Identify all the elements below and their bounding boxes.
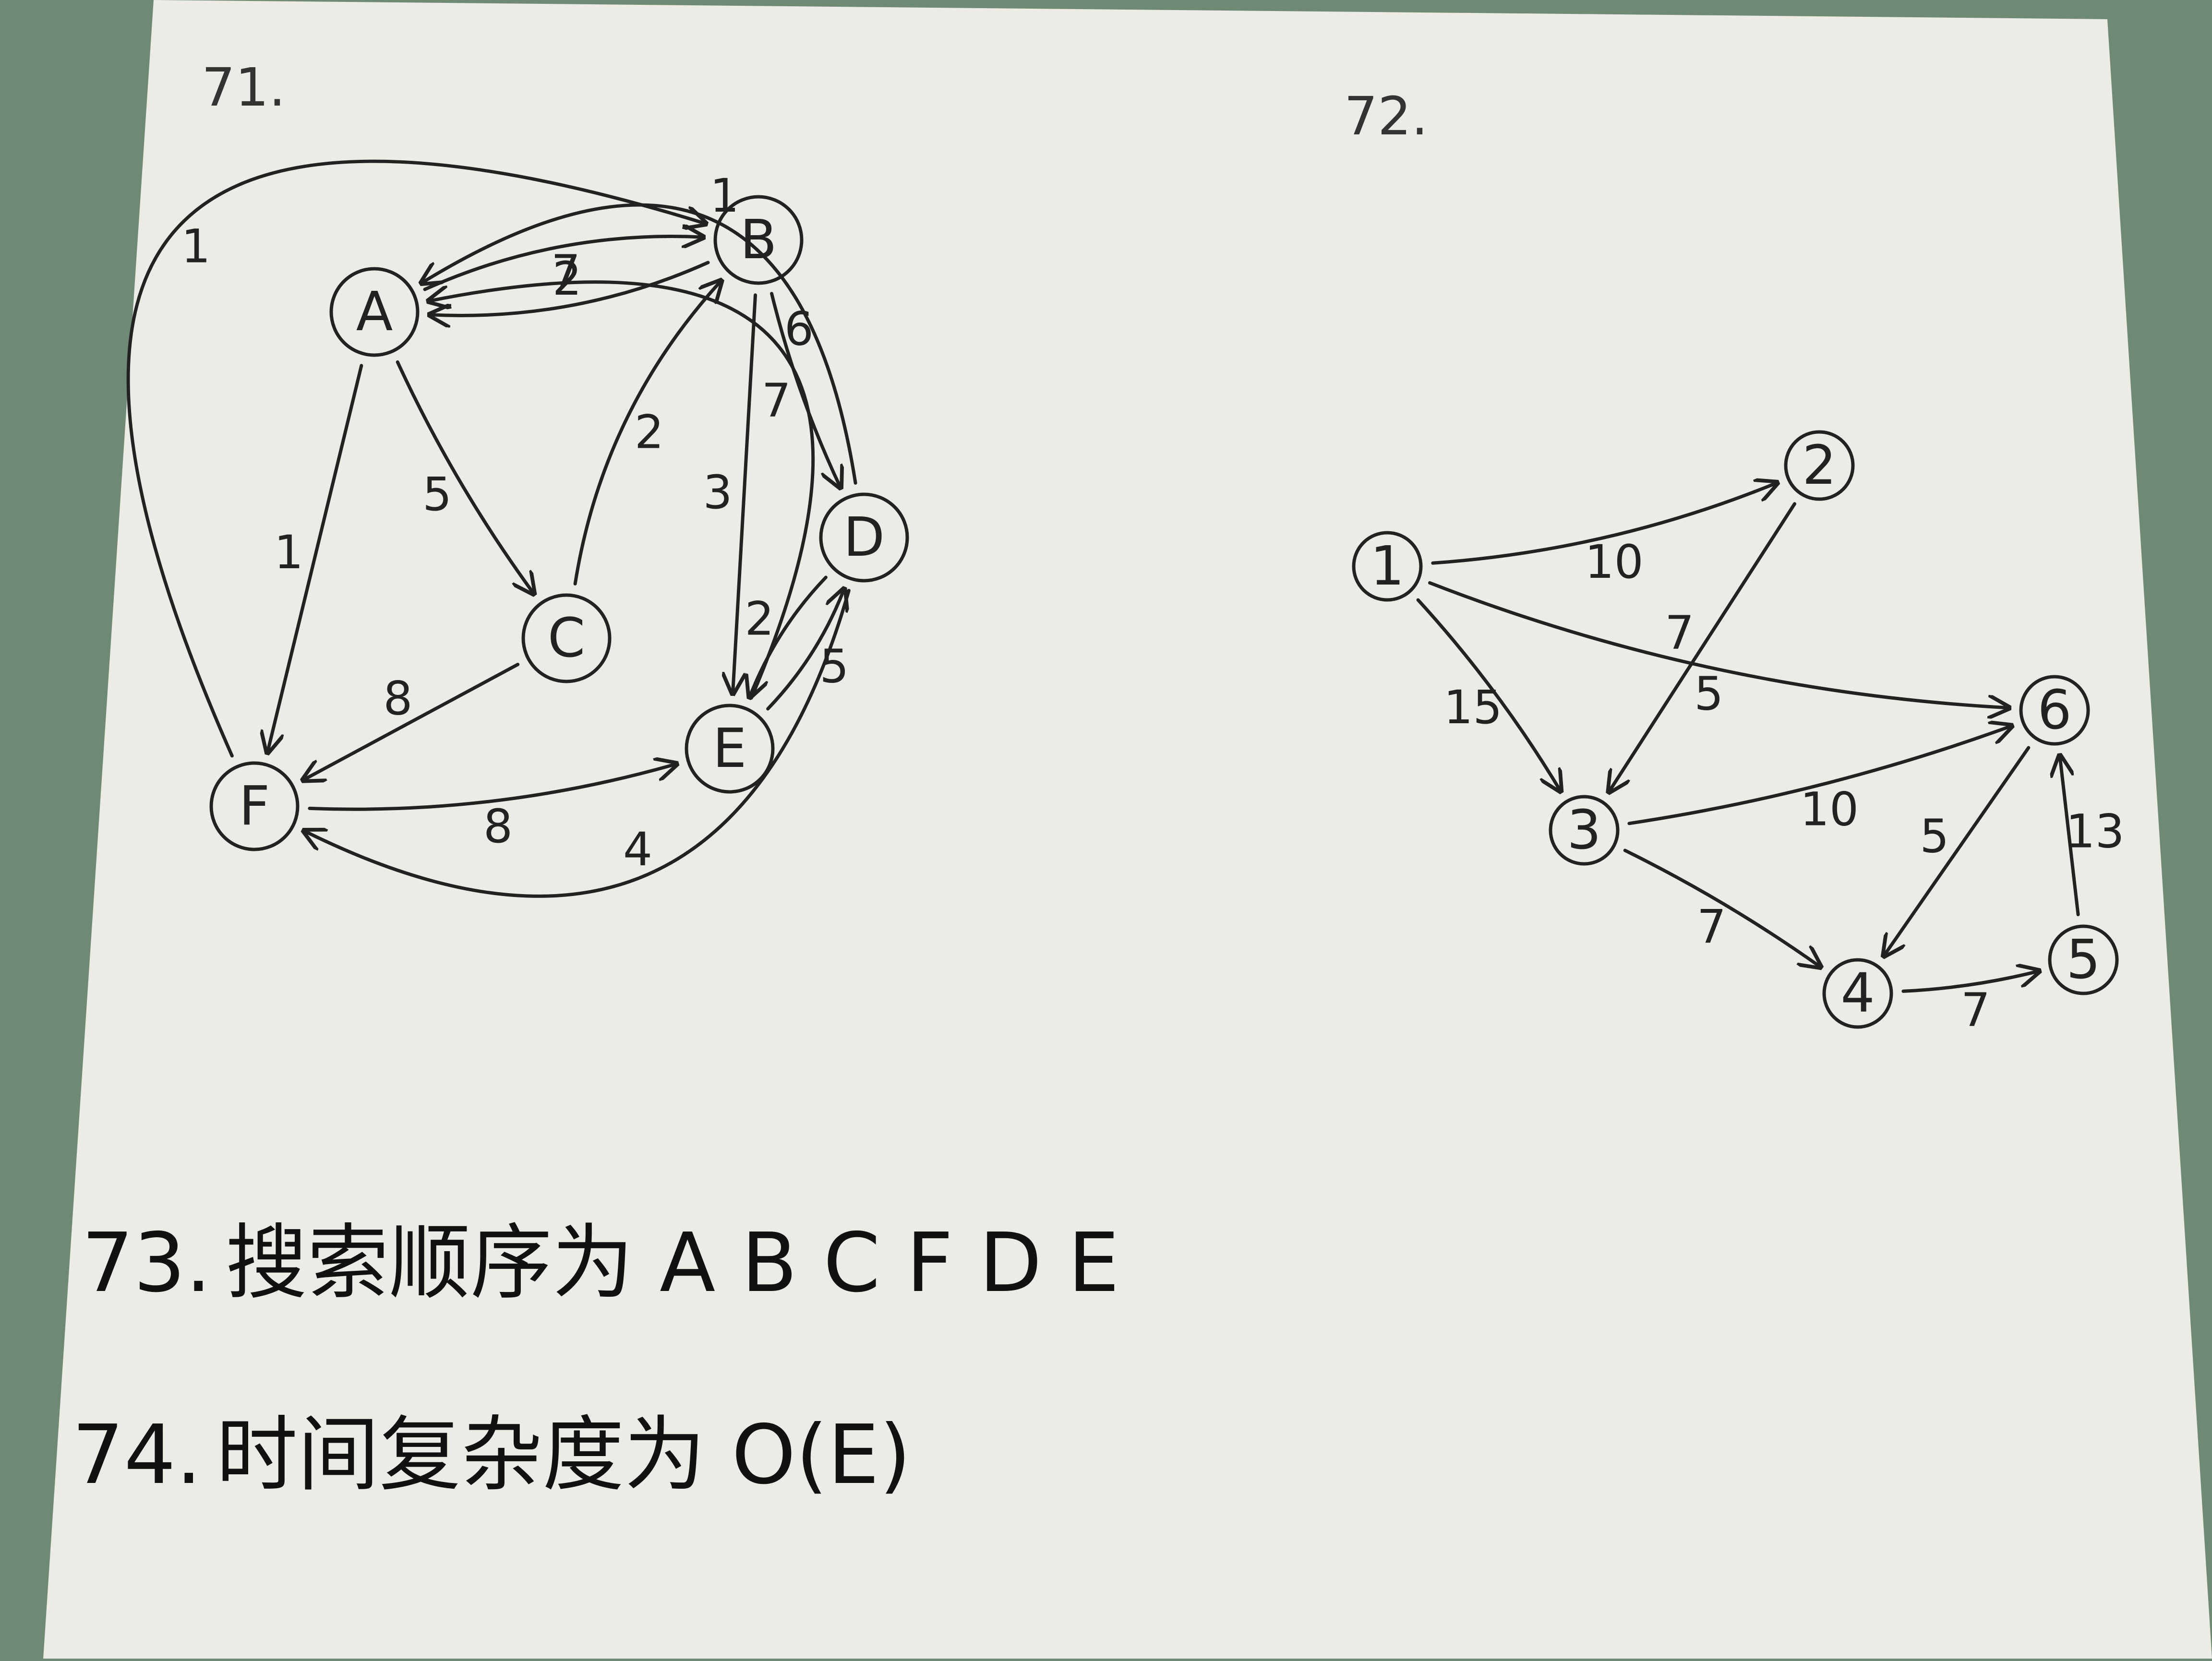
q71-edge-D-E bbox=[750, 575, 828, 697]
q71-edge-weight-B-A: 2 bbox=[553, 252, 582, 306]
q71-edge-weight-F-E: 8 bbox=[483, 800, 513, 853]
q72-edge-1-3 bbox=[1416, 598, 1561, 791]
q72-number: 72. bbox=[1344, 85, 1428, 147]
q71-edge-weight-A-B: 7 bbox=[551, 245, 580, 299]
q72-node-3-circle bbox=[1549, 795, 1620, 866]
q72-edge-1-2 bbox=[1431, 483, 1777, 565]
q72-node-5-label: 5 bbox=[2066, 929, 2100, 991]
q71-edge-weight-A-C: 5 bbox=[422, 467, 452, 521]
q71-edge-D-F bbox=[304, 589, 851, 898]
q71-nodes: A B C D E F bbox=[209, 195, 909, 851]
q72-edge-1-6 bbox=[1428, 581, 2009, 708]
q72-nodes: 1 2 3 4 5 6 bbox=[1352, 430, 2119, 1029]
paper-sheet bbox=[43, 0, 2212, 1659]
q74-answer: 74. 时间复杂度为 O(E) bbox=[72, 1408, 911, 1503]
q71-edge-weight-D-F: 4 bbox=[623, 823, 652, 876]
q71-node-F-circle bbox=[209, 761, 300, 851]
q71-number: 71. bbox=[202, 57, 286, 118]
q72-node-4-label: 4 bbox=[1840, 962, 1875, 1025]
q71-edge-weight-F-B: 1 bbox=[181, 219, 210, 273]
q71-node-A-label: A bbox=[356, 281, 393, 343]
q71-edge-B-E bbox=[733, 293, 757, 693]
q71-edge-D-A bbox=[421, 203, 857, 485]
q71-node-C-circle bbox=[521, 593, 612, 683]
q72-node-5-circle bbox=[2048, 924, 2119, 995]
q71-node-E-label: E bbox=[713, 717, 747, 780]
q71-node-A-circle bbox=[329, 267, 420, 357]
q72-node-6-label: 6 bbox=[2037, 679, 2071, 741]
q72-edge-weight-4-5: 7 bbox=[1961, 983, 1990, 1037]
q71-node-E-circle bbox=[685, 704, 775, 794]
q71-edge-C-F bbox=[303, 663, 520, 780]
q71-edge-E-D bbox=[766, 589, 844, 711]
q72-edge-3-4 bbox=[1623, 848, 1820, 967]
q72-node-3-label: 3 bbox=[1567, 799, 1601, 861]
q72-edge-5-6 bbox=[2060, 755, 2080, 917]
q71-edge-B-D bbox=[770, 292, 841, 488]
q71-edge-weight-E-A: 6 bbox=[784, 302, 814, 356]
q72-node-2-label: 2 bbox=[1802, 434, 1836, 497]
q72-edge-6-4 bbox=[1884, 746, 2031, 956]
q72-edge-weight-1-2: 10 bbox=[1585, 535, 1644, 589]
q72-edge-weight-2-3: 7 bbox=[1665, 606, 1694, 660]
q71-edge-weight-B-D: 7 bbox=[762, 374, 791, 428]
q72-node-4-circle bbox=[1822, 958, 1893, 1029]
q71-edge-A-F bbox=[267, 364, 363, 753]
q72-edge-2-3 bbox=[1609, 502, 1796, 792]
q71-edge-weight-C-F: 8 bbox=[383, 672, 412, 726]
q72-node-2-circle bbox=[1784, 430, 1855, 501]
q71-edge-A-B bbox=[423, 237, 703, 291]
q71-edge-weight-A-F: 1 bbox=[274, 526, 303, 579]
q71-node-C-label: C bbox=[548, 607, 585, 669]
q71-edge-F-B bbox=[126, 159, 706, 758]
q72-edge-4-5 bbox=[1901, 971, 2039, 993]
q74-text: 时间复杂度为 O(E) bbox=[216, 1408, 911, 1503]
q72-edge-3-6 bbox=[1627, 726, 2012, 825]
q72-edge-weight-3-6: 10 bbox=[1800, 782, 1859, 836]
q74-number: 74. bbox=[72, 1408, 202, 1503]
q72-edge-weight-1-6: 5 bbox=[1694, 667, 1723, 721]
q71-edge-C-B bbox=[573, 281, 721, 586]
q71-edge-weight-B-E: 3 bbox=[703, 466, 733, 519]
q72-edge-weight-6-4: 5 bbox=[1920, 810, 1949, 863]
q73-answer: 73. 搜索顺序为 A B C F D E bbox=[82, 1216, 1119, 1311]
q72-edge-weight-5-6: 13 bbox=[2066, 805, 2125, 859]
q73-text: 搜索顺序为 A B C F D E bbox=[226, 1216, 1119, 1311]
q71-edge-E-A bbox=[429, 280, 815, 700]
q71-edge-weight-D-E: 2 bbox=[745, 592, 774, 645]
q72-node-1-label: 1 bbox=[1370, 535, 1404, 597]
q72-edge-weight-1-3: 15 bbox=[1443, 681, 1502, 734]
q71-node-D-label: D bbox=[843, 506, 885, 569]
q71-edge-B-A bbox=[430, 261, 710, 315]
q71-node-D-circle bbox=[819, 492, 909, 583]
q72-node-6-circle bbox=[2019, 675, 2090, 746]
q71-node-B-circle bbox=[713, 195, 804, 285]
q71-edge-A-C bbox=[396, 360, 534, 594]
q71-edge-weight-C-B: 2 bbox=[635, 406, 664, 459]
q72-edge-weight-3-4: 7 bbox=[1697, 900, 1726, 954]
q71-node-F-label: F bbox=[239, 775, 270, 837]
q71-node-B-label: B bbox=[740, 209, 777, 271]
q71-edge-F-E bbox=[308, 764, 677, 811]
q73-number: 73. bbox=[82, 1216, 211, 1311]
q72-node-1-circle bbox=[1352, 531, 1423, 602]
